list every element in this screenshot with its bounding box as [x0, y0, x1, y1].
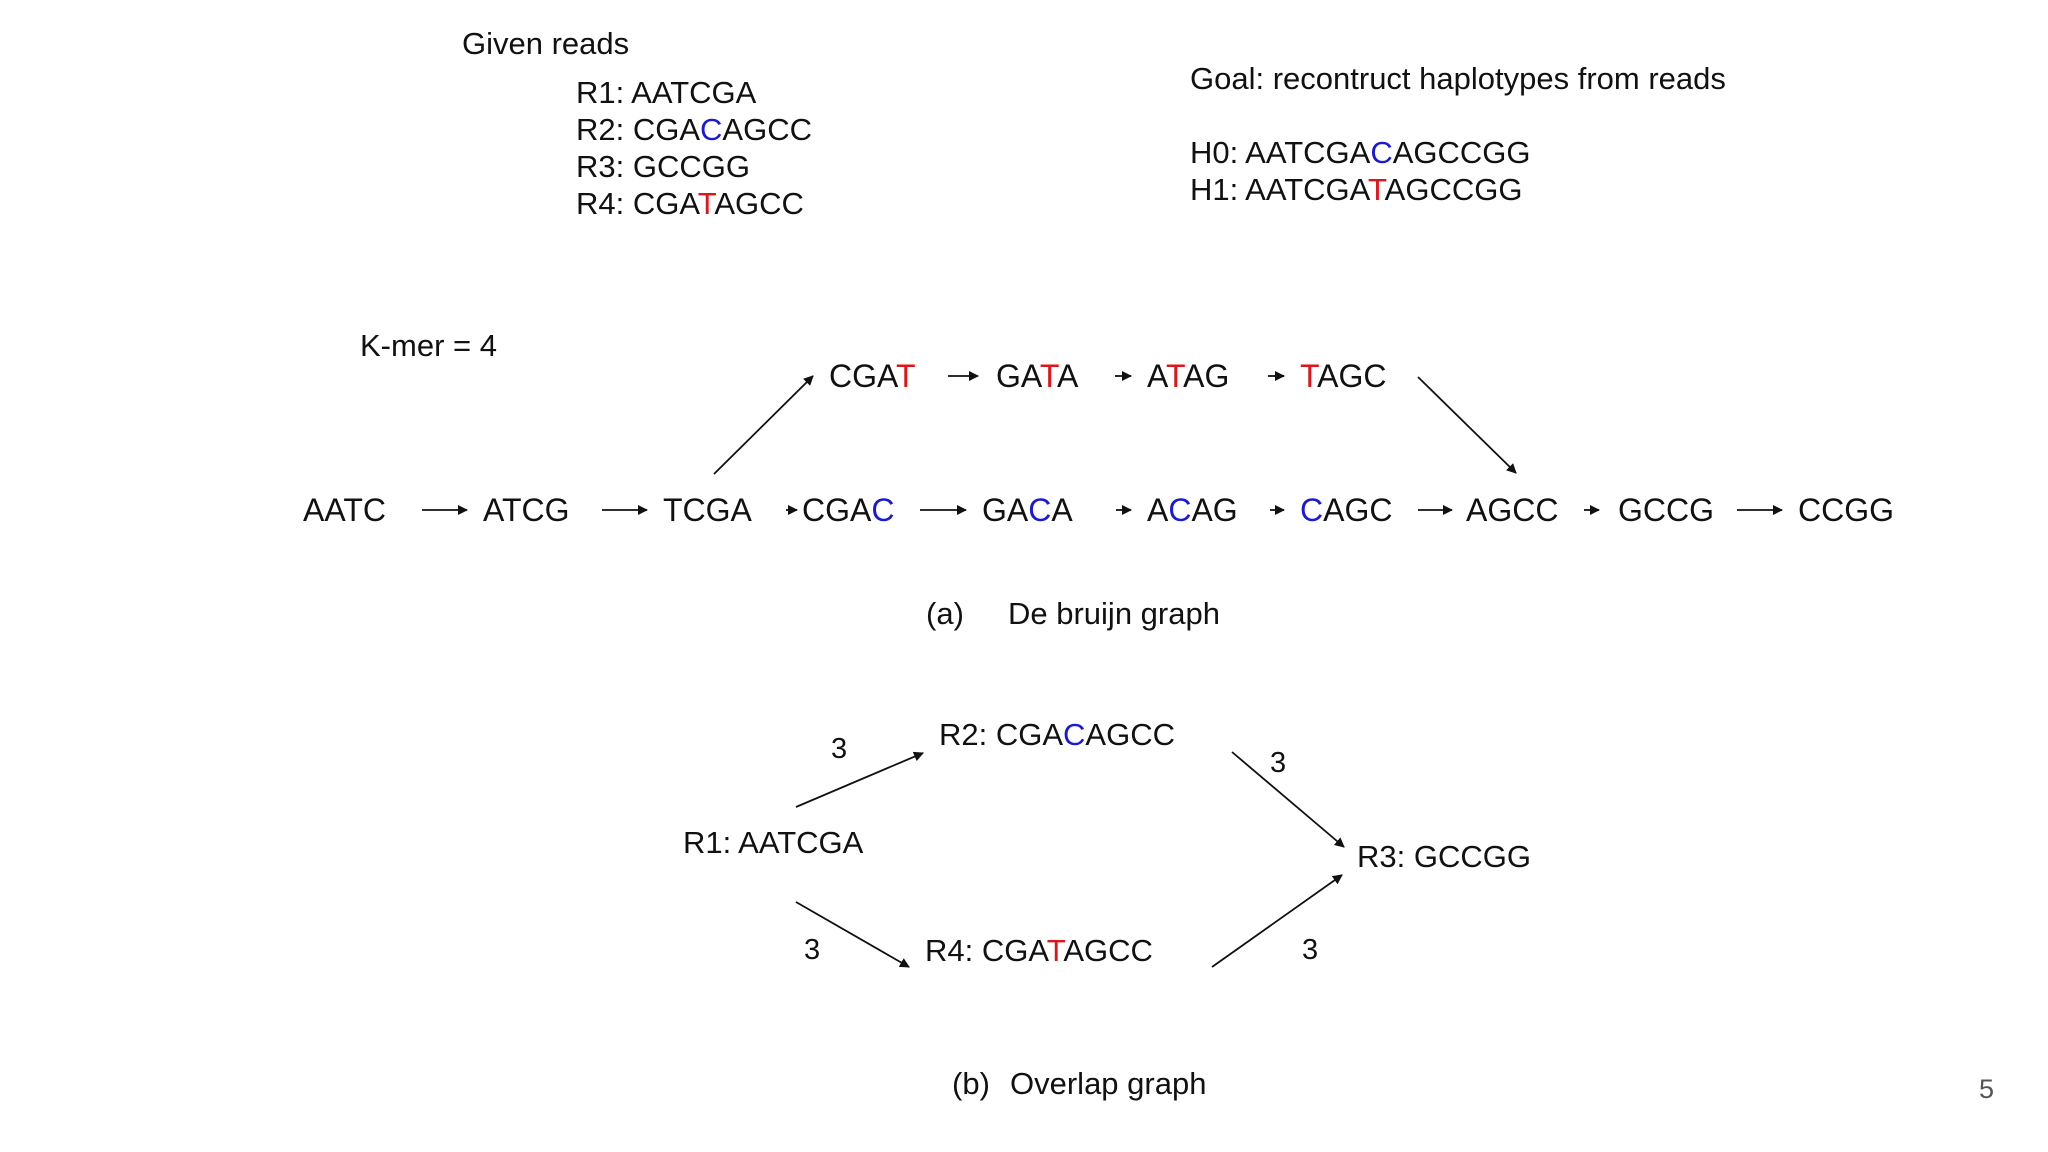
kmer-text: AGC [1317, 358, 1387, 394]
kmer-node-gaca: GACA [982, 494, 1073, 526]
read-text: R4: CGA [925, 933, 1047, 968]
variant-base: C [1168, 492, 1192, 528]
kmer-text: GA [982, 492, 1029, 528]
kmer-text: A [1147, 358, 1166, 394]
variant-base: T [1165, 358, 1184, 394]
overlap-node-r4: R4: CGATAGCC [925, 935, 1153, 966]
edge-r2-r3 [1231, 751, 1345, 848]
haplotype-h1: H1: AATCGATAGCCGG [1190, 174, 1522, 205]
kmer-text: AGCC [1466, 492, 1559, 528]
goal-text: Goal: recontruct haplotypes from reads [1190, 61, 1726, 96]
kmer-node-agcc: AGCC [1466, 494, 1558, 526]
read-text: R4: CGA [576, 186, 698, 221]
read-text: R3: GCCGG [1357, 839, 1531, 874]
variant-base: T [1368, 172, 1385, 207]
kmer-node-cgac: CGAC [802, 494, 894, 526]
kmer-text: AGC [1323, 492, 1393, 528]
variant-base: C [871, 492, 895, 528]
read-text: AGCC [714, 186, 804, 221]
edge-r1-r2 [795, 751, 924, 808]
kmer-text: A [1051, 492, 1073, 528]
edge-weight-r1-r2: 3 [831, 733, 848, 765]
given-reads-title: Given reads [462, 26, 630, 61]
variant-base: C [1063, 717, 1086, 752]
kmer-text: AATC [303, 492, 386, 528]
overlap-node-r1: R1: AATCGA [683, 827, 863, 858]
variant-base: T [1039, 358, 1058, 394]
kmer-node-aatc: AATC [303, 494, 386, 526]
kmer-node-gccg: GCCG [1618, 494, 1714, 526]
kmer-text: GCCG [1618, 492, 1714, 528]
kmer-text: CGA [802, 492, 872, 528]
variant-base: T [697, 186, 715, 221]
read-text: R3: GCCGG [576, 149, 750, 184]
kmer-node-atag: ATAG [1147, 360, 1229, 392]
variant-base: C [1370, 135, 1393, 170]
read-text: R1: AATCGA [576, 75, 757, 110]
variant-base: T [895, 358, 916, 394]
kmer-node-acag: ACAG [1147, 494, 1238, 526]
caption-a-text: De bruijn graph [1008, 596, 1220, 631]
read-r4: R4: CGATAGCC [576, 188, 804, 219]
kmer-text: GA [996, 358, 1040, 394]
kmer-label: K-mer = 4 [360, 328, 497, 363]
kmer-text: AG [1191, 492, 1238, 528]
kmer-node-tagc: TAGC [1300, 360, 1387, 392]
kmer-node-tcga: TCGA [663, 494, 752, 526]
edge-weight-r2-r3: 3 [1270, 747, 1287, 779]
page-number: 5 [1978, 1074, 1994, 1104]
caption-b-letter: (b) [952, 1066, 990, 1101]
kmer-node-atcg: ATCG [483, 494, 570, 526]
kmer-text: CCGG [1798, 492, 1894, 528]
read-text: AGCC [722, 112, 812, 147]
edge-r1-r4 [795, 901, 910, 968]
read-text: R1: AATCGA [683, 825, 864, 860]
kmer-text: A [1147, 492, 1169, 528]
read-r3: R3: GCCGG [576, 151, 750, 182]
kmer-node-gata: GATA [996, 360, 1078, 392]
read-text: AGCC [1063, 933, 1153, 968]
kmer-node-cagc: CAGC [1300, 494, 1392, 526]
variant-base: T [1300, 358, 1318, 394]
kmer-node-ccgg: CCGG [1798, 494, 1894, 526]
caption-a-letter: (a) [926, 596, 964, 631]
kmer-text: TCGA [663, 492, 752, 528]
edge-weight-r4-r3: 3 [1302, 934, 1319, 966]
read-text: AGCC [1085, 717, 1175, 752]
variant-base: C [1028, 492, 1052, 528]
overlap-node-r3: R3: GCCGG [1357, 841, 1531, 872]
haplotype-h0: H0: AATCGACAGCCGG [1190, 137, 1531, 168]
variant-base: T [1046, 933, 1064, 968]
read-text: R2: CGA [576, 112, 701, 147]
haplotype-text: H1: AATCGA [1190, 172, 1369, 207]
kmer-node-cgat: CGAT [829, 360, 916, 392]
kmer-text: ATCG [483, 492, 570, 528]
edge-r4-r3 [1211, 874, 1343, 968]
caption-b-text: Overlap graph [1010, 1066, 1207, 1101]
kmer-text: A [1057, 358, 1079, 394]
variant-base: C [700, 112, 723, 147]
read-r1: R1: AATCGA [576, 77, 756, 108]
overlap-node-r2: R2: CGACAGCC [939, 719, 1175, 750]
variant-base: C [1300, 492, 1324, 528]
edge-tagc-agcc [1417, 376, 1517, 474]
edge-tcga-cgat [713, 375, 814, 475]
haplotype-text: AGCCGG [1384, 172, 1523, 207]
haplotype-text: H0: AATCGA [1190, 135, 1371, 170]
haplotype-text: AGCCGG [1392, 135, 1531, 170]
kmer-text: AG [1183, 358, 1230, 394]
read-r2: R2: CGACAGCC [576, 114, 812, 145]
edge-weight-r1-r4: 3 [804, 934, 821, 966]
read-text: R2: CGA [939, 717, 1064, 752]
kmer-text: CGA [829, 358, 896, 394]
